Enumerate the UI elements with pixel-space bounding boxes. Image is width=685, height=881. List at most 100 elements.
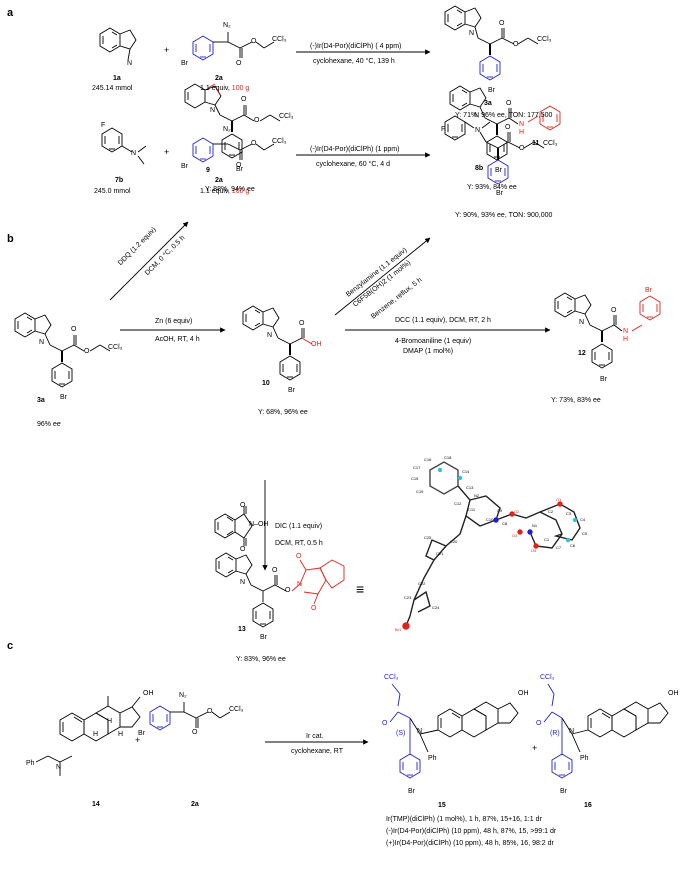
xray-label: C5: [582, 531, 588, 536]
ccl3-15: CCl₃: [384, 674, 399, 681]
xray-label: C24: [432, 605, 440, 610]
xray-label: C11: [468, 507, 476, 512]
xray-label: C21: [436, 551, 444, 556]
structure-2a-row2: [192, 137, 275, 163]
compound-8b-id: 8b: [475, 165, 484, 172]
compound-2a-mass-row1: 100 g: [231, 85, 250, 92]
compound-9-id: 9: [206, 167, 210, 174]
plus-sign-c2: +: [532, 743, 538, 753]
xray-label: C7: [556, 545, 562, 550]
atom-br-3a-b: Br: [60, 394, 67, 401]
result-9: Y: 88%, 94% ee: [205, 186, 255, 193]
xray-label: C20: [450, 539, 458, 544]
dcc-dmap: DMAP (1 mol%): [403, 348, 454, 355]
atom-h-11: H: [519, 129, 525, 136]
compound-2a-amount-row2: 1.1 equiv, 100 g: [200, 188, 249, 195]
xray-label: C18: [444, 455, 452, 460]
xray-label: O3: [512, 533, 518, 538]
compound-1a-amount: 245.14 mmol: [92, 85, 133, 92]
atom-o-12: O: [611, 307, 617, 314]
conditions-row1: cyclohexane, 40 °C, 139 h: [313, 58, 395, 65]
atom-o-nhpi-top: O: [240, 502, 246, 509]
result-line: (-)Ir(D4-Por)(diClPh) (10 ppm), 48 h, 87…: [386, 828, 557, 835]
dic-reagent: DIC (1.1 equiv): [275, 523, 323, 530]
structure-2a-row1: [192, 32, 275, 61]
xray-label: C12: [454, 501, 462, 506]
atom-o-15: O: [382, 720, 388, 727]
atom-o-9: O: [241, 96, 247, 103]
xray-label: C19: [416, 489, 424, 494]
ccl3-2a-row2: CCl₃: [272, 138, 287, 145]
structure-10: [242, 305, 313, 381]
compound-14-id: 14: [92, 801, 100, 808]
atom-n-1a: N: [127, 60, 133, 67]
structure-1a: [99, 27, 137, 61]
result-12: Y: 73%, 83% ee: [551, 397, 601, 404]
xray-label: Br1: [395, 627, 402, 632]
xray-label: C1: [544, 537, 550, 542]
atom-o-nhpi-bottom: O: [240, 546, 246, 553]
xray-label: C22: [418, 581, 426, 586]
atom-o4-13: O: [311, 605, 317, 612]
atom-o2-8b: O: [519, 145, 525, 152]
compound-10-id: 10: [262, 380, 270, 387]
atom-n-12: N: [579, 319, 585, 326]
atom-br-10: Br: [288, 387, 295, 394]
compound-2a-mass-row2: 100 g: [231, 188, 250, 195]
atom-o-3a-row1: O: [499, 20, 505, 27]
compound-1a-id: 1a: [113, 75, 121, 82]
xray-label: C4: [580, 517, 586, 522]
atom-n-7b: N: [131, 150, 137, 157]
structure-n-hydroxyphthalimide: [214, 506, 253, 546]
xray-label: C16: [424, 457, 432, 462]
compound-7b-amount: 245.0 mmol: [94, 188, 131, 195]
result-row1: Y: 71%, 96% ee, TON: 177,500: [455, 112, 553, 119]
atom-f-8b: F: [441, 126, 446, 133]
atom-n-9: N: [210, 107, 216, 114]
atom-n-10: N: [267, 332, 273, 339]
xray-label: O1: [556, 497, 562, 502]
plus-sign: +: [164, 45, 170, 55]
ccl3-3a-row1: CCl₃: [537, 36, 552, 43]
atom-f-7b: F: [101, 122, 106, 129]
xray-label: N1: [532, 523, 538, 528]
atom-o3-13: O: [296, 553, 302, 560]
xray-label: O4: [531, 548, 537, 553]
atom-br-11: Br: [495, 167, 502, 174]
catalyst-row2: (-)Ir(D4-Por)(diClPh) (1 ppm): [310, 146, 400, 153]
structure-13: [215, 552, 345, 628]
atom-o-13: O: [272, 567, 278, 574]
xray-structure: [402, 461, 581, 630]
atom-ph-16: Ph: [580, 755, 589, 762]
structure-14: [35, 696, 141, 776]
xray-label: C3: [566, 511, 572, 516]
ccl3-2a-row1: CCl₃: [272, 36, 287, 43]
atom-n-14: N: [56, 764, 62, 771]
compound-12-id: 12: [578, 350, 586, 357]
ccl3-16: CCl₃: [540, 674, 555, 681]
atom-br-16: Br: [560, 788, 567, 795]
result-row2: Y: 90%, 93% ee, TON: 900,000: [455, 212, 553, 219]
structure-11: [449, 85, 561, 161]
atom-br-12: Br: [600, 376, 607, 383]
compound-2a-id-row2: 2a: [215, 177, 223, 184]
xray-label: C17: [413, 465, 421, 470]
equivalence-sign: ≡: [356, 581, 365, 597]
atom-o2-3a-b: O: [84, 348, 90, 355]
compound-2a-amount-row1: 1.1 equiv, 100 g: [200, 85, 249, 92]
atom-br-15: Br: [408, 788, 415, 795]
atom-br-9: Br: [236, 166, 243, 173]
xray-label: C13: [466, 485, 474, 490]
conditions-c: cyclohexane, RT: [291, 748, 344, 755]
result-13: Y: 83%, 96% ee: [236, 656, 286, 663]
atom-h-14c: H: [118, 731, 124, 738]
plus-sign-c: +: [135, 735, 141, 745]
atom-n-15: N: [417, 728, 423, 735]
section-label-a: a: [7, 7, 14, 19]
ccl3-9: CCl₃: [279, 113, 294, 120]
catalyst-c: Ir cat.: [306, 733, 324, 740]
atom-n-3a-b: N: [39, 339, 45, 346]
structure-15: [389, 683, 519, 779]
xray-label: C6: [570, 543, 576, 548]
atom-o2-2a-c: O: [207, 708, 213, 715]
